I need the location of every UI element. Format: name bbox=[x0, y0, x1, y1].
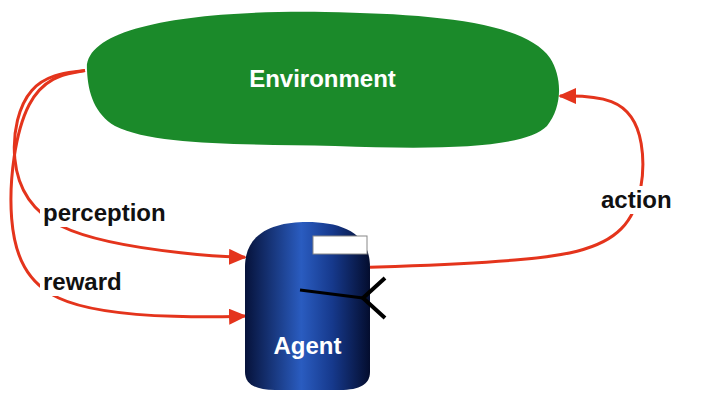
robot-visor bbox=[313, 236, 367, 254]
edge-label: perception bbox=[40, 199, 169, 227]
environment-fill bbox=[87, 12, 559, 148]
robot-claw bbox=[363, 278, 385, 318]
robot-body bbox=[245, 222, 370, 390]
agent-node: Agent bbox=[245, 222, 370, 390]
edge-label: action bbox=[598, 186, 675, 214]
robot-arm bbox=[300, 290, 363, 298]
node-label: Environment bbox=[249, 66, 396, 92]
agent-robot bbox=[245, 222, 370, 390]
node-label: Agent bbox=[274, 333, 342, 359]
edge-label: reward bbox=[40, 268, 125, 296]
environment-node: Environment bbox=[85, 8, 560, 150]
